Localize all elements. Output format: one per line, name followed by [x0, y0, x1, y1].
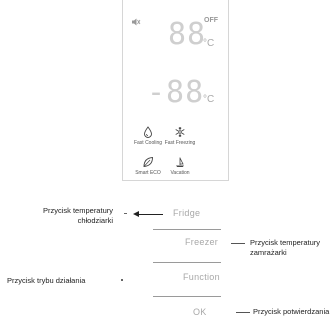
- freezer-leader-line: [231, 243, 245, 244]
- freezer-annotation-line1: Przycisk temperatury: [250, 238, 321, 247]
- vacation-indicator: Vacation: [162, 156, 198, 176]
- fast-freezing-icon: [175, 127, 185, 137]
- fridge-temperature-display: 88: [168, 17, 207, 52]
- divider: [153, 262, 221, 263]
- freezer-annotation-line2: zamrażarki: [250, 248, 287, 257]
- smart-eco-icon: [143, 157, 153, 167]
- freezer-button[interactable]: Freezer: [185, 237, 219, 247]
- smart-eco-indicator: Smart ECO: [130, 156, 166, 176]
- fast-cooling-label: Fast Cooling: [133, 140, 163, 146]
- function-button-annotation: Przycisk trybu działania: [7, 276, 86, 285]
- vacation-icon: [176, 157, 184, 167]
- fast-freezing-indicator: Fast Freezing: [162, 126, 198, 146]
- fast-freezing-label: Fast Freezing: [164, 140, 196, 146]
- vacation-label: Vacation: [170, 170, 190, 176]
- freezer-unit-label: °C: [203, 94, 215, 105]
- ok-leader-line: [236, 312, 250, 313]
- fast-cooling-icon: [144, 126, 152, 138]
- function-button[interactable]: Function: [183, 272, 220, 282]
- smart-eco-label: Smart ECO: [135, 170, 161, 176]
- speaker-mute-icon: [132, 18, 141, 26]
- fridge-unit-label: °C: [203, 38, 215, 49]
- off-indicator: OFF: [204, 17, 218, 24]
- divider: [153, 229, 221, 230]
- function-leader-dot: [121, 279, 123, 281]
- fridge-annotation-line2: chłodziarki: [77, 216, 113, 225]
- freezer-button-annotation: Przycisk temperatury zamrażarki: [250, 238, 336, 258]
- fridge-annotation-line1: Przycisk temperatury: [42, 206, 113, 215]
- ok-button[interactable]: OK: [193, 307, 207, 317]
- fridge-button[interactable]: Fridge: [173, 208, 201, 218]
- fast-cooling-indicator: Fast Cooling: [130, 126, 166, 146]
- fridge-arrow-icon: [133, 211, 163, 217]
- fridge-leader-dot: [124, 213, 127, 214]
- control-panel-display: OFF 88 °C -88 °C Fast Cooling Fast Freez…: [122, 0, 229, 181]
- divider: [153, 296, 221, 297]
- fridge-button-annotation: Przycisk temperatury chłodziarki: [0, 206, 113, 226]
- ok-button-annotation: Przycisk potwierdzania: [253, 307, 330, 316]
- freezer-temperature-display: -88: [147, 75, 205, 110]
